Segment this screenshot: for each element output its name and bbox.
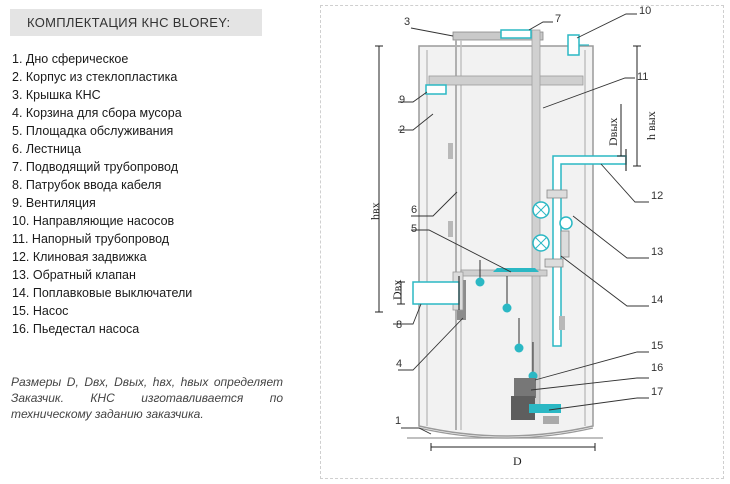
callout-6: 6	[411, 204, 417, 216]
callout-4: 4	[396, 358, 402, 370]
tank-body	[418, 45, 594, 437]
legend-item: 5. Площадка обслуживания	[12, 124, 174, 138]
dimension-label-d: D	[513, 454, 522, 468]
callout-7: 7	[555, 13, 561, 25]
service-beam	[428, 75, 584, 86]
valve-flange	[544, 258, 564, 268]
header-title: КОМПЛЕКТАЦИЯ КНС BLOREY:	[27, 15, 231, 30]
float-switch	[514, 343, 524, 353]
header-box: КОМПЛЕКТАЦИЯ КНС BLOREY:	[10, 9, 262, 36]
legend-item: 2. Корпус из стеклопластика	[12, 70, 178, 84]
legend-item: 10. Направляющие насосов	[12, 214, 175, 228]
callout-3: 3	[404, 16, 410, 28]
legend-item: 3. Крышка КНС	[12, 88, 101, 102]
callout-10: 10	[639, 6, 651, 17]
station-diagram-frame: hвх Dвх Dвых h вых D 1 2	[320, 5, 724, 479]
valve-body	[560, 230, 570, 258]
legend-item: 14. Поплавковые выключатели	[12, 286, 193, 300]
callout-13: 13	[651, 246, 663, 258]
callout-numbers: 1 2 3 4 5 6 7 8 9 10 11 12 13 14 15 16 1…	[395, 6, 663, 427]
ladder-grip	[448, 143, 453, 159]
callout-5: 5	[411, 223, 417, 235]
legend-list: 1. Дно сферическое 2. Корпус из стеклопл…	[12, 50, 192, 338]
pump-discharge	[529, 404, 561, 413]
valve-mark	[534, 236, 548, 250]
callout-17: 17	[651, 386, 663, 398]
callout-15: 15	[651, 340, 663, 352]
callout-9: 9	[399, 94, 405, 106]
callout-14: 14	[651, 294, 663, 306]
dimension-label-dvyx: Dвых	[606, 118, 620, 146]
dimensions-note: Размеры D, Dвх, Dвых, hвх, hвых определя…	[11, 375, 283, 421]
valve-flange	[546, 189, 568, 199]
callout-8: 8	[396, 319, 402, 331]
callout-16: 16	[651, 362, 663, 374]
legend-item: 13. Обратный клапан	[12, 268, 136, 282]
legend-item: 1. Дно сферическое	[12, 52, 129, 66]
ladder-grip	[448, 221, 453, 237]
legend-item: 7. Подводящий трубопровод	[12, 160, 178, 174]
callout-11: 11	[637, 71, 648, 83]
legend-item: 16. Пьедестал насоса	[12, 322, 140, 336]
spherical-bottom	[418, 427, 594, 439]
check-valve	[559, 216, 573, 230]
pump	[514, 378, 536, 398]
dimension-label-dvx: Dвх	[390, 280, 404, 300]
legend-item: 8. Патрубок ввода кабеля	[12, 178, 162, 192]
callout-1: 1	[395, 415, 401, 427]
valve-mark	[534, 203, 548, 217]
platform-hatch	[493, 268, 539, 272]
legend-item: 11. Напорный трубопровод	[12, 232, 170, 246]
callout-12: 12	[651, 190, 663, 202]
float-switch	[475, 277, 485, 287]
inlet-pipe	[500, 29, 532, 39]
legend-item: 15. Насос	[12, 304, 69, 318]
station-diagram: hвх Dвх Dвых h вых D 1 2	[368, 6, 663, 468]
legend-item: 12. Клиновая задвижка	[12, 250, 147, 264]
callout-2: 2	[399, 124, 405, 136]
legend-item: 4. Корзина для сбора мусора	[12, 106, 182, 120]
ventilation	[425, 84, 447, 95]
pipe-clamp	[559, 316, 565, 330]
duck-foot	[543, 416, 559, 424]
legend-item: 6. Лестница	[12, 142, 82, 156]
float-switch	[502, 303, 512, 313]
callout-leaders	[393, 13, 649, 435]
dimension-label-hvyx: h вых	[644, 111, 658, 140]
cable-entry-pipe	[412, 281, 460, 305]
legend-item: 9. Вентиляция	[12, 196, 96, 210]
dimension-label-hvx: hвх	[368, 202, 382, 220]
